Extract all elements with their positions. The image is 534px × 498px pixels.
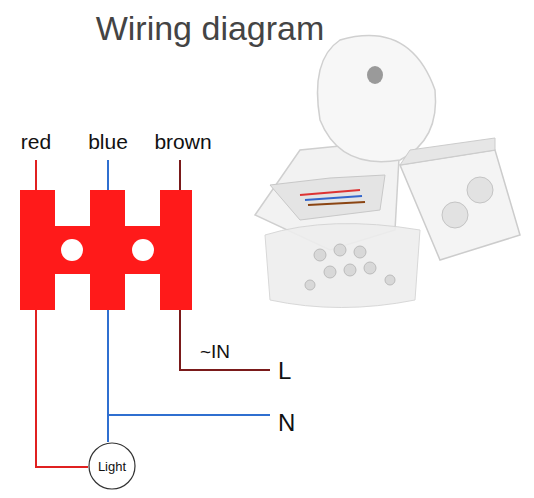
input-label: ~IN	[200, 342, 230, 361]
brown-wire	[179, 160, 181, 192]
terminal-label: L	[278, 359, 291, 383]
terminal-hole	[132, 239, 154, 261]
red-wire	[35, 160, 37, 192]
blue-wire	[108, 414, 270, 416]
blue-wire	[107, 310, 109, 442]
wire-color-label: red	[21, 131, 51, 152]
diagram-title: Wiring diagram	[96, 11, 325, 45]
terminal-label: N	[278, 411, 295, 435]
blue-wire	[107, 160, 109, 192]
node-text: Light	[98, 459, 126, 474]
terminal-block	[20, 190, 192, 310]
red-wire	[36, 310, 88, 467]
wire-color-label: blue	[88, 131, 128, 152]
light-circle: Light	[88, 442, 136, 490]
terminal-hole	[61, 239, 83, 261]
wire-color-label: brown	[154, 131, 211, 152]
brown-wire	[180, 310, 270, 370]
sensor-photo	[255, 36, 520, 308]
